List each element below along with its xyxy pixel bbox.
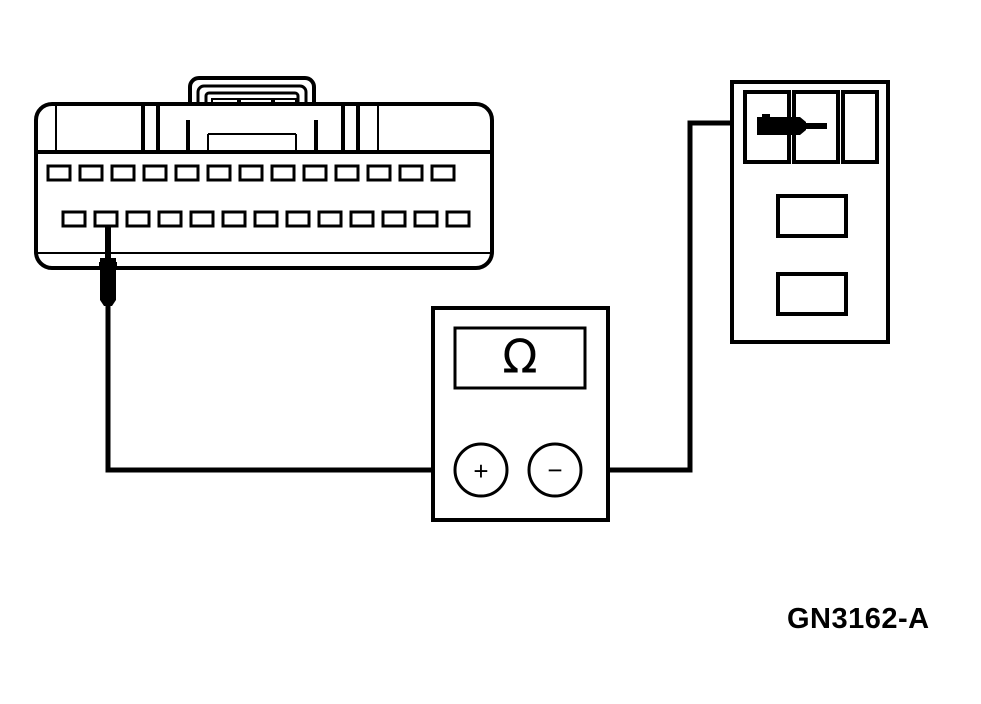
pin-bottom-2[interactable] <box>93 210 119 228</box>
pin-top-8[interactable] <box>270 164 296 182</box>
pin-top-9[interactable] <box>302 164 328 182</box>
pin-bottom-7[interactable] <box>253 210 279 228</box>
pin-bottom-11[interactable] <box>381 210 407 228</box>
pin-bottom-8[interactable] <box>285 210 311 228</box>
pin-bottom-12[interactable] <box>413 210 439 228</box>
pin-top-10[interactable] <box>334 164 360 182</box>
pin-bottom-6[interactable] <box>221 210 247 228</box>
negative-terminal-label: − <box>547 455 562 485</box>
probe-needle-stem-horizontal <box>795 123 827 129</box>
pin-top-7[interactable] <box>238 164 264 182</box>
ohm-symbol: Ω <box>502 330 537 384</box>
pin-bottom-13[interactable] <box>445 210 471 228</box>
pin-bottom-4[interactable] <box>157 210 183 228</box>
pin-bottom-10[interactable] <box>349 210 375 228</box>
pin-bottom-5[interactable] <box>189 210 215 228</box>
pin-top-2[interactable] <box>78 164 104 182</box>
module-slot-3[interactable] <box>841 90 879 164</box>
probe-collar-horizontal <box>762 114 770 134</box>
pin-top-11[interactable] <box>366 164 392 182</box>
pin-top-3[interactable] <box>110 164 136 182</box>
module-box-lower <box>776 272 848 316</box>
module-box-upper <box>776 194 848 238</box>
pin-bottom-1[interactable] <box>61 210 87 228</box>
pin-bottom-9[interactable] <box>317 210 343 228</box>
wire-harness-to-positive <box>105 296 460 473</box>
multimeter-display <box>453 326 587 390</box>
harness-connector[interactable] <box>34 76 494 270</box>
probe-collar-vertical <box>99 262 117 270</box>
pin-row-top[interactable] <box>46 164 456 182</box>
module-connector[interactable] <box>730 80 890 344</box>
connector-top-band-dividers <box>55 106 379 152</box>
pin-top-12[interactable] <box>398 164 424 182</box>
positive-terminal[interactable] <box>453 442 509 498</box>
vertical-probe-harness[interactable] <box>99 226 117 306</box>
probe-needle-stem-vertical <box>105 226 111 266</box>
multimeter[interactable]: Ω + − <box>431 306 610 522</box>
pin-row-bottom[interactable] <box>61 210 471 228</box>
pin-top-6[interactable] <box>206 164 232 182</box>
pin-top-1[interactable] <box>46 164 72 182</box>
pin-top-13[interactable] <box>430 164 456 182</box>
diagram-caption: GN3162-A <box>787 603 930 635</box>
pin-bottom-3[interactable] <box>125 210 151 228</box>
negative-terminal[interactable] <box>527 442 583 498</box>
connector-body <box>34 102 494 270</box>
pin-top-4[interactable] <box>142 164 168 182</box>
horizontal-probe-module[interactable] <box>757 114 827 135</box>
pin-top-5[interactable] <box>174 164 200 182</box>
positive-terminal-label: + <box>473 456 488 486</box>
